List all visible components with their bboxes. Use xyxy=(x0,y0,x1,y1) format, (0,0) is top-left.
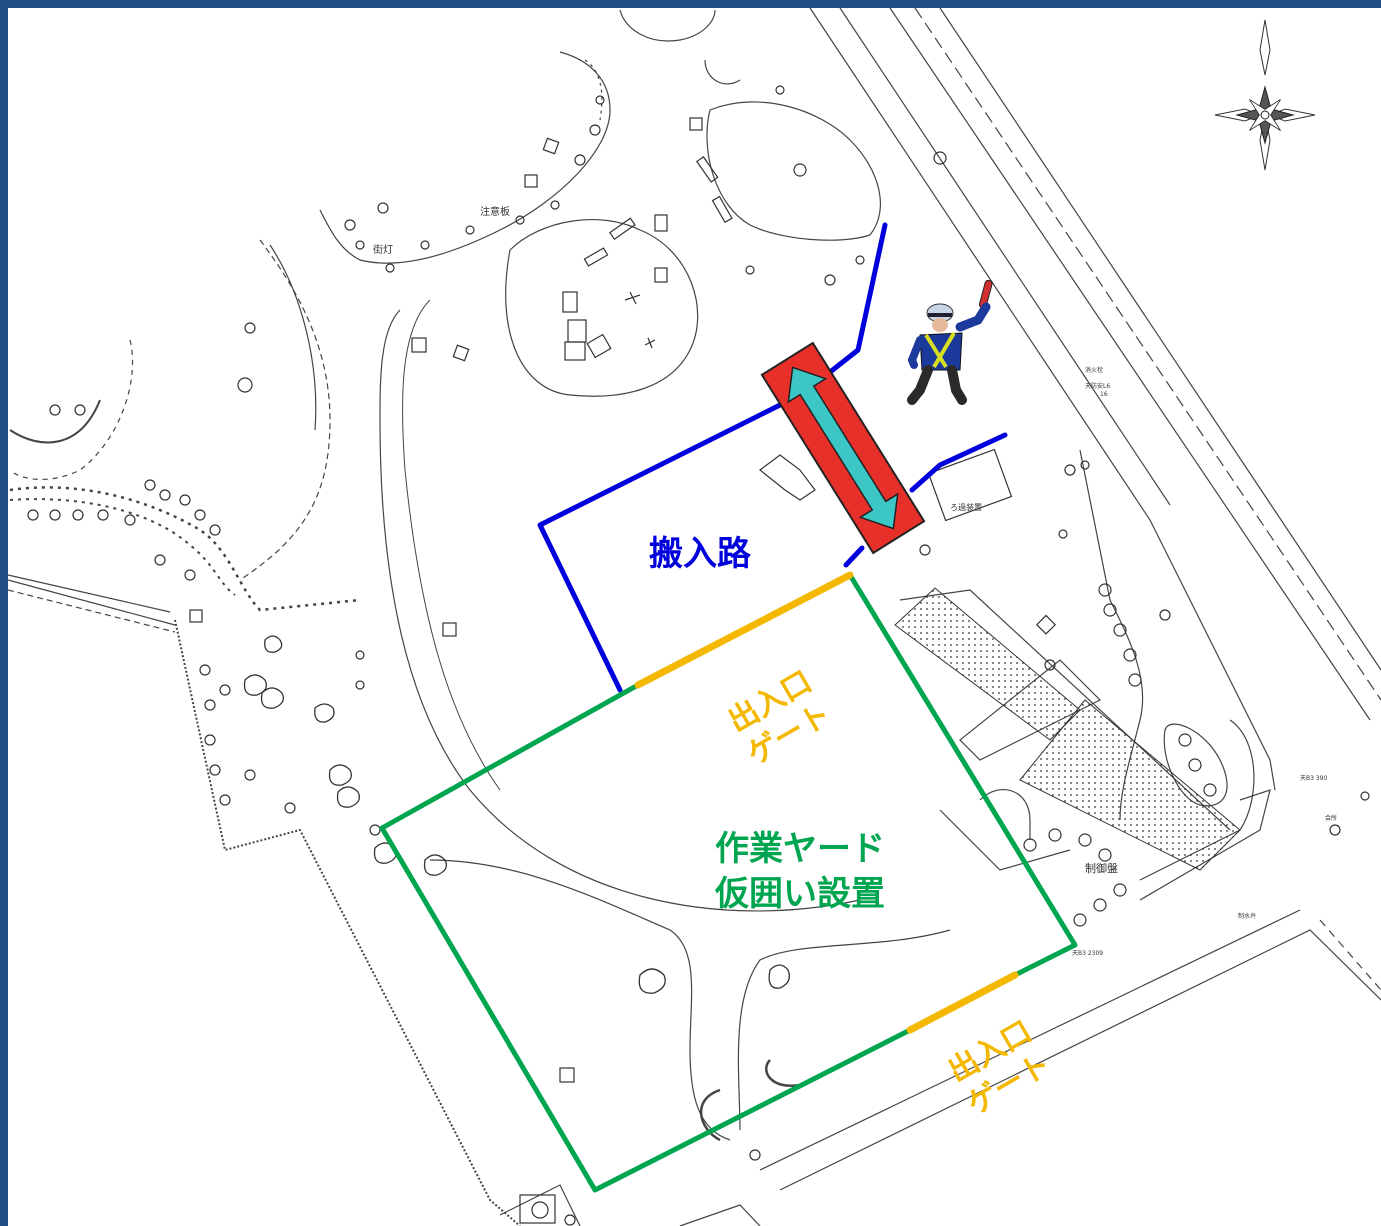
base-map-linework xyxy=(7,7,1381,1226)
map-sheet xyxy=(8,8,1381,1226)
svg-text:天B3 390: 天B3 390 xyxy=(1300,775,1327,782)
compass-rose-icon xyxy=(1214,19,1316,171)
play-equipment xyxy=(562,156,816,501)
fence-left-bottom-side xyxy=(379,682,913,1193)
svg-text:消火栓: 消火栓 xyxy=(1085,366,1103,374)
svg-text:16: 16 xyxy=(1100,391,1108,398)
access-road-label: 搬入路 xyxy=(649,534,752,574)
svg-text:天防安L6: 天防安L6 xyxy=(1085,382,1110,390)
gate-bottom xyxy=(906,971,1019,1034)
double-arrow-icon xyxy=(787,366,899,530)
access-road-lower-line xyxy=(843,545,865,568)
svg-text:注意板: 注意板 xyxy=(480,205,510,218)
bush-symbols xyxy=(243,635,791,994)
work-yard-fence xyxy=(379,572,1078,1193)
svg-text:制水弁: 制水弁 xyxy=(1238,912,1256,920)
access-road-left-line xyxy=(537,402,783,693)
svg-text:ろ過装置: ろ過装置 xyxy=(950,502,982,512)
traffic-guard-icon xyxy=(907,279,993,405)
tree-symbols xyxy=(27,85,1370,1226)
fence-right-side xyxy=(847,572,1078,978)
gates xyxy=(634,571,1019,1034)
access-road-right-line xyxy=(909,432,1008,493)
svg-text:会所: 会所 xyxy=(1325,814,1337,822)
gate-top xyxy=(634,571,854,689)
svg-text:街灯: 街灯 xyxy=(373,243,393,256)
work-yard-label-line1: 作業ヤード xyxy=(715,829,885,869)
map-small-text: 注意板 街灯 ろ過装置 制御盤 消火栓 天防安L6 16 天B3 390 天B3… xyxy=(373,205,1337,957)
svg-text:制御盤: 制御盤 xyxy=(1085,861,1118,875)
access-arrow-box xyxy=(760,341,926,555)
work-yard-label-line2: 仮囲い設置 xyxy=(714,874,885,914)
hatched-area-lower xyxy=(1019,699,1241,871)
svg-text:天B3 2309: 天B3 2309 xyxy=(1072,950,1103,957)
